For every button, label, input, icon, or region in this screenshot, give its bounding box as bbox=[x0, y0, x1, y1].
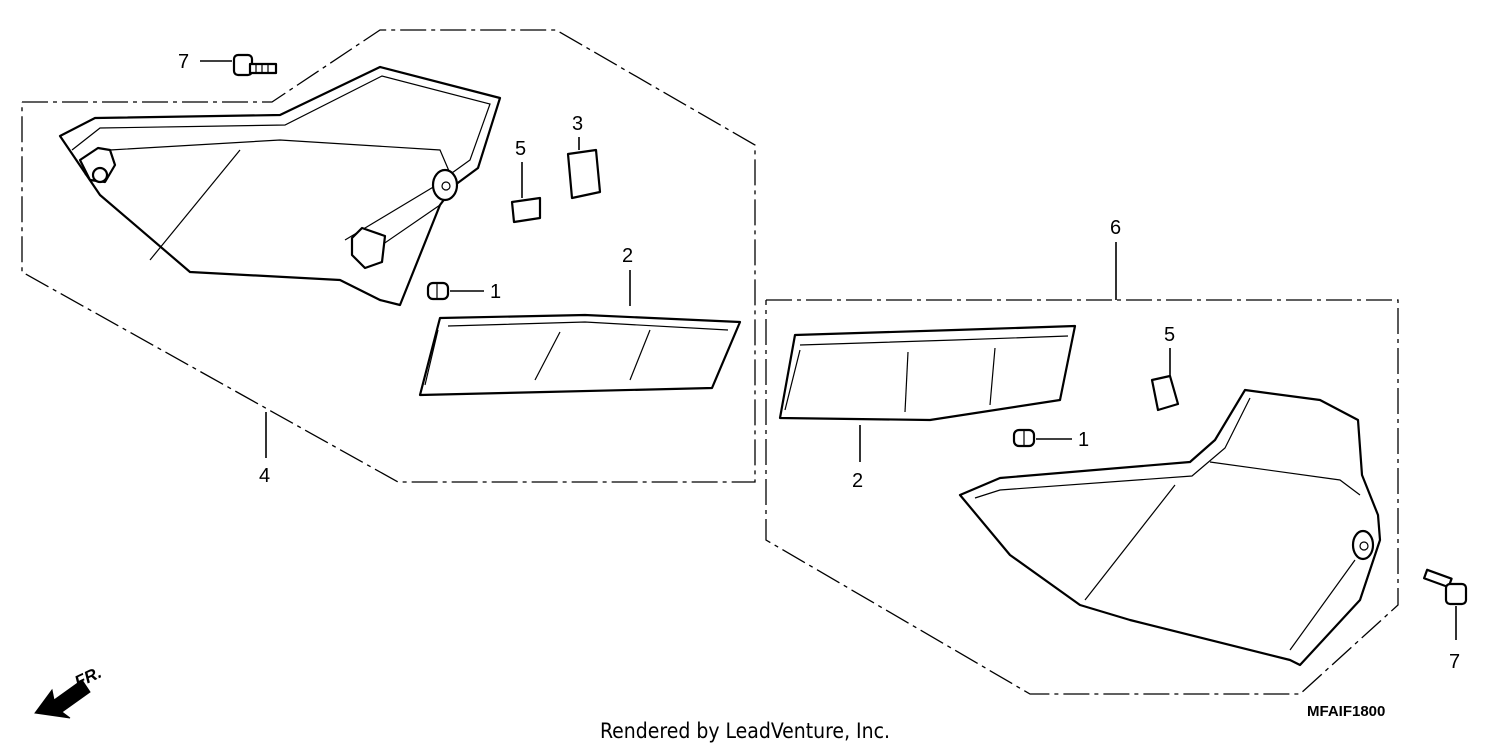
callout-right-stripe: 2 bbox=[852, 470, 863, 492]
right-stripe-2[interactable] bbox=[778, 324, 1077, 422]
left-grommet-1[interactable] bbox=[426, 281, 450, 301]
left-assembly-boundary bbox=[21, 29, 756, 483]
callout-left-emblem-large: 3 bbox=[572, 113, 583, 135]
left-bolt-7[interactable] bbox=[232, 53, 278, 77]
callout-right-assembly: 6 bbox=[1110, 217, 1121, 239]
left-side-cover[interactable] bbox=[58, 65, 502, 307]
right-bolt-7[interactable] bbox=[1422, 568, 1468, 606]
callout-left-assembly: 4 bbox=[259, 465, 270, 487]
callout-left-grommet: 1 bbox=[490, 281, 501, 303]
right-side-cover[interactable] bbox=[958, 388, 1382, 667]
left-stripe-2[interactable] bbox=[418, 313, 742, 397]
arrow-icon bbox=[34, 679, 91, 719]
callout-right-bolt: 7 bbox=[1449, 651, 1460, 673]
callout-left-bolt: 7 bbox=[178, 51, 189, 73]
credit-text: Rendered by LeadVenture, Inc. bbox=[600, 719, 890, 743]
callout-left-stripe: 2 bbox=[622, 245, 633, 267]
diagram-code: MFAIF1800 bbox=[1307, 703, 1385, 720]
right-assembly-boundary bbox=[765, 299, 1399, 695]
right-grommet-1[interactable] bbox=[1012, 428, 1036, 448]
left-emblem-small-5[interactable] bbox=[510, 196, 542, 224]
right-emblem-small-5[interactable] bbox=[1150, 374, 1180, 412]
callout-right-emblem-small: 5 bbox=[1164, 324, 1175, 346]
left-emblem-large-3[interactable] bbox=[566, 148, 602, 200]
front-direction-arrow: FR. bbox=[34, 663, 105, 719]
callout-left-emblem-small: 5 bbox=[515, 138, 526, 160]
callout-right-grommet: 1 bbox=[1078, 429, 1089, 451]
